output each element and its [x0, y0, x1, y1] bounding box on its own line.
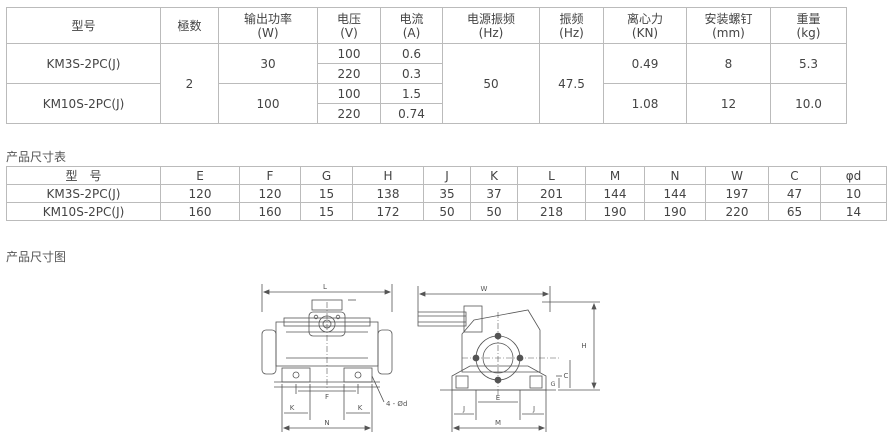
dim-cell: 190 — [585, 202, 645, 221]
spec-weight: 5.3 — [770, 43, 847, 84]
dim-cell: 201 — [517, 184, 586, 203]
dim-header-cell: K — [470, 166, 518, 185]
spec-voltage: 220 — [317, 103, 381, 124]
spec-screw: 8 — [686, 43, 771, 84]
spec-header-row: 型号 極数 输出功率(W) 电压(V) 电流(A) 电源振频(Hz) 振频(Hz… — [6, 7, 847, 44]
dim-label-J-left: J — [462, 405, 465, 413]
spec-header-vib-freq: 振频(Hz) — [539, 7, 604, 44]
dimension-table: 型 号 E F G H J K L M N W C φd KM3S-2PC(J)… — [6, 166, 887, 221]
dim-label-J-right: J — [532, 405, 535, 413]
dim-label-F: F — [325, 393, 329, 401]
dim-label-E: E — [496, 394, 500, 402]
spec-header-model: 型号 — [6, 7, 161, 44]
dim-cell: 65 — [768, 202, 821, 221]
dim-cell: 197 — [705, 184, 769, 203]
spec-header-voltage: 电压(V) — [317, 7, 381, 44]
dim-cell: 144 — [585, 184, 645, 203]
dim-cell: 15 — [300, 202, 353, 221]
dim-cell: 144 — [644, 184, 706, 203]
spec-header-power: 输出功率(W) — [218, 7, 318, 44]
dim-cell: 37 — [470, 184, 518, 203]
dim-label-L: L — [323, 283, 327, 291]
dim-cell: 190 — [644, 202, 706, 221]
spec-supply-freq: 50 — [442, 43, 540, 124]
side-view: W H C G E — [417, 285, 600, 432]
dim-label-hole: 4 - Ød — [386, 400, 407, 408]
dim-header-cell: 型 号 — [6, 166, 161, 185]
dim-header-cell: L — [517, 166, 586, 185]
dim-label-K-left: K — [290, 404, 295, 412]
drawing-title: 产品尺寸图 — [6, 250, 67, 264]
table-row: KM3S-2PC(J) 2 30 100 0.6 50 47.5 0.49 8 … — [6, 43, 847, 124]
dim-header-cell: J — [423, 166, 471, 185]
dim-cell: 47 — [768, 184, 821, 203]
spec-table: 型号 極数 输出功率(W) 电压(V) 电流(A) 电源振频(Hz) 振频(Hz… — [6, 7, 847, 124]
spec-header-screw: 安装螺钉(mm) — [686, 7, 771, 44]
dim-cell: 218 — [517, 202, 586, 221]
spec-voltage: 220 — [317, 63, 381, 84]
spec-current: 0.3 — [380, 63, 443, 84]
spec-header-weight: 重量(kg) — [770, 7, 847, 44]
spec-current: 0.74 — [380, 103, 443, 124]
spec-vib-freq: 47.5 — [539, 43, 604, 124]
dim-header-cell: F — [239, 166, 301, 185]
spec-header-force: 离心力(KN) — [603, 7, 687, 44]
dim-cell: 50 — [423, 202, 471, 221]
spec-screw: 12 — [686, 83, 771, 124]
dim-label-M: M — [495, 419, 501, 427]
spec-current: 1.5 — [380, 83, 443, 104]
dimension-header-row: 型 号 E F G H J K L M N W C φd — [6, 166, 887, 185]
table-row: KM10S-2PC(J) 100 100 1.5 1.08 12 10.0 — [6, 83, 847, 124]
dim-label-K-right: K — [358, 404, 363, 412]
dim-cell: KM10S-2PC(J) — [6, 202, 161, 221]
dim-label-H: H — [581, 342, 586, 350]
dim-cell: 35 — [423, 184, 471, 203]
dim-cell: 14 — [820, 202, 887, 221]
table-row: KM3S-2PC(J) 120 120 15 138 35 37 201 144… — [6, 184, 887, 203]
spec-voltage: 100 — [317, 83, 381, 104]
dim-header-cell: M — [585, 166, 645, 185]
dim-label-N: N — [324, 419, 329, 427]
dim-header-cell: φd — [820, 166, 887, 185]
dim-header-cell: C — [768, 166, 821, 185]
dimension-drawing: L F K K — [261, 283, 600, 432]
spec-power: 30 — [218, 43, 318, 84]
dim-label-G: G — [550, 380, 555, 388]
dim-cell: 15 — [300, 184, 353, 203]
dim-cell: 120 — [239, 184, 301, 203]
spec-model: KM3S-2PC(J) — [6, 43, 161, 84]
dim-cell: 160 — [239, 202, 301, 221]
spec-header-poles: 極数 — [160, 7, 219, 44]
front-view: L F K K — [261, 283, 407, 432]
dim-header-cell: H — [352, 166, 424, 185]
dim-header-cell: W — [705, 166, 769, 185]
spec-power: 100 — [218, 83, 318, 124]
dim-cell: 50 — [470, 202, 518, 221]
spec-weight: 10.0 — [770, 83, 847, 124]
spec-header-supply-freq: 电源振频(Hz) — [442, 7, 540, 44]
table-row: KM10S-2PC(J) 160 160 15 172 50 50 218 19… — [6, 202, 887, 221]
dim-cell: 172 — [352, 202, 424, 221]
dimension-table-title: 产品尺寸表 — [6, 150, 67, 164]
dim-cell: 138 — [352, 184, 424, 203]
dim-cell: 10 — [820, 184, 887, 203]
dim-label-W: W — [481, 285, 488, 293]
dim-header-cell: G — [300, 166, 353, 185]
dim-header-cell: N — [644, 166, 706, 185]
dim-cell: 220 — [705, 202, 769, 221]
dim-cell: 120 — [160, 184, 240, 203]
spec-current: 0.6 — [380, 43, 443, 64]
dim-label-C: C — [564, 372, 569, 380]
dim-header-cell: E — [160, 166, 240, 185]
dim-cell: KM3S-2PC(J) — [6, 184, 161, 203]
spec-poles: 2 — [160, 43, 219, 124]
spec-force: 1.08 — [603, 83, 687, 124]
spec-header-current: 电流(A) — [380, 7, 443, 44]
spec-force: 0.49 — [603, 43, 687, 84]
spec-model: KM10S-2PC(J) — [6, 83, 161, 124]
table-row: 220 0.74 — [7, 103, 847, 124]
spec-voltage: 100 — [317, 43, 381, 64]
dim-cell: 160 — [160, 202, 240, 221]
